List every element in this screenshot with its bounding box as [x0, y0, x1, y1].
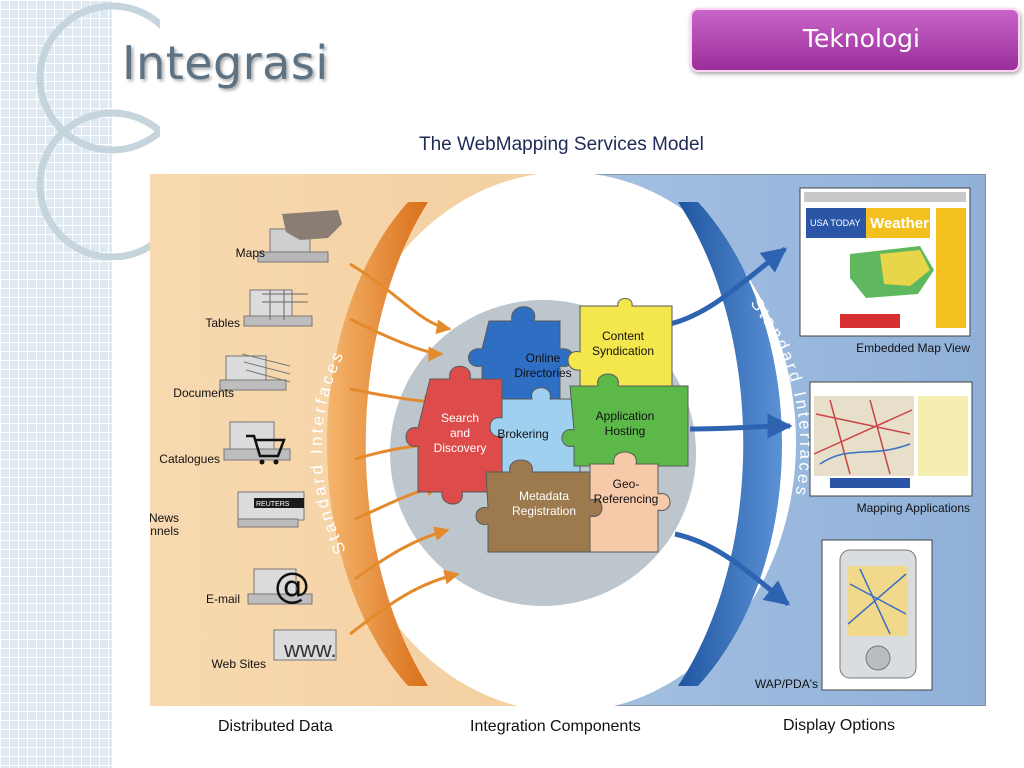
puzzle — [405, 298, 689, 553]
caption-distributed-data: Distributed Data — [218, 718, 333, 735]
source-labels: MapsTablesDocumentsCataloguesNewsChannel… — [150, 246, 266, 671]
output-label: Embedded Map View — [856, 341, 970, 355]
decorative-ring-bottom — [36, 109, 160, 260]
source-label: NewsChannels — [150, 511, 179, 538]
caption-integration-components: Integration Components — [470, 718, 641, 735]
at-sign-icon: @ — [274, 566, 310, 607]
documents-icon — [219, 353, 291, 391]
piece-geo-referencing — [589, 451, 671, 553]
decorative-rings — [36, 2, 160, 260]
inbound-arrow — [349, 317, 444, 362]
outbound-arrow — [669, 247, 787, 327]
www-icon: www. — [273, 629, 337, 662]
tables-icon — [243, 289, 313, 327]
inbound-arrow — [354, 526, 450, 581]
weather-logo-text: USA TODAY — [810, 218, 861, 228]
outbound-arrow — [674, 531, 790, 606]
source-label: E-mail — [206, 592, 240, 606]
slide-title: Integrasi — [122, 36, 329, 90]
decorative-ring-top — [36, 2, 160, 154]
source-label: Catalogues — [159, 452, 220, 466]
embedded-map-view-screen: USA TODAY Weather — [799, 187, 971, 337]
weather-word-text: Weather — [870, 215, 929, 232]
source-label: Tables — [205, 316, 240, 330]
source-label: Web Sites — [212, 657, 266, 671]
topic-badge: Teknologi — [690, 8, 1020, 72]
output-label: WAP/PDA's — [755, 677, 818, 691]
www-text: www. — [283, 637, 337, 662]
reuters-text: REUTERS — [256, 501, 290, 508]
maps-icon — [257, 210, 342, 263]
source-label: Documents — [173, 386, 234, 400]
caption-display-options: Display Options — [783, 717, 896, 734]
webmapping-diagram: Standard Interfaces Standard Interfaces — [150, 174, 986, 706]
left-standard-interfaces-arc — [327, 202, 428, 686]
news-icon: REUTERS — [237, 491, 305, 528]
component-label-brokering: Brokering — [497, 427, 548, 441]
output-label: Mapping Applications — [857, 501, 970, 515]
email-icon: @ — [247, 566, 313, 607]
outbound-arrow — [689, 413, 793, 439]
diagram-heading: The WebMapping Services Model — [419, 134, 704, 155]
catalogues-icon — [223, 421, 291, 465]
outbound-arrows — [669, 247, 793, 606]
source-icons: REUTERS @ www. — [219, 210, 342, 662]
component-label-geo-referencing: Geo-Referencing — [594, 477, 659, 506]
source-label: Maps — [236, 246, 265, 260]
right-standard-interfaces-arc — [678, 202, 782, 686]
mapping-applications-screen — [809, 381, 973, 497]
topic-badge-label: Teknologi — [802, 24, 920, 53]
pda-device — [821, 539, 933, 691]
inbound-arrow — [349, 569, 460, 636]
inbound-arrow — [349, 262, 452, 335]
